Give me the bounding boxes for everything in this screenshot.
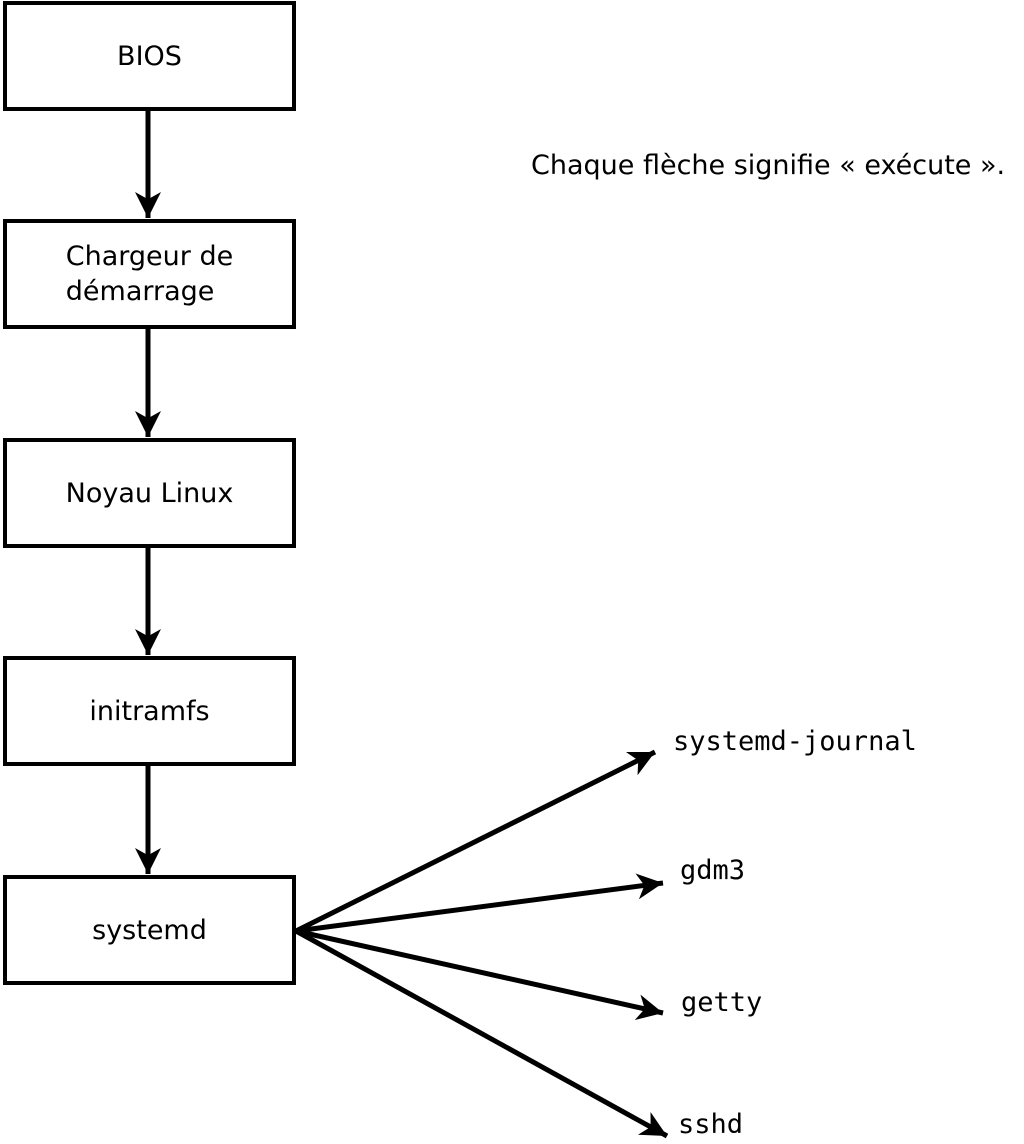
arrow-systemd-to-getty: [295, 928, 664, 1021]
label-sshd: sshd: [678, 1109, 744, 1140]
box-bootloader: Chargeur de démarrage: [3, 219, 296, 329]
box-initramfs: initramfs: [3, 656, 296, 766]
box-bootloader-label: Chargeur de démarrage: [65, 241, 234, 307]
label-gdm3: gdm3: [680, 855, 746, 886]
box-systemd: systemd: [3, 875, 296, 985]
arrow-systemd-to-gdm3: [295, 873, 664, 934]
box-bios: BIOS: [3, 1, 296, 111]
arrow-meaning-caption: Chaque flèche signifie « exécute ».: [531, 150, 1006, 181]
label-getty: getty: [681, 987, 763, 1018]
box-systemd-label: systemd: [92, 914, 207, 946]
arrow-systemd-to-sshd: [294, 928, 669, 1139]
box-initramfs-label: initramfs: [89, 695, 210, 727]
label-systemd-journal: systemd-journal: [673, 726, 917, 757]
box-kernel-label: Noyau Linux: [65, 477, 234, 509]
box-bios-label: BIOS: [117, 40, 182, 72]
arrow-systemd-to-journal: [294, 749, 657, 934]
box-kernel: Noyau Linux: [3, 438, 296, 548]
